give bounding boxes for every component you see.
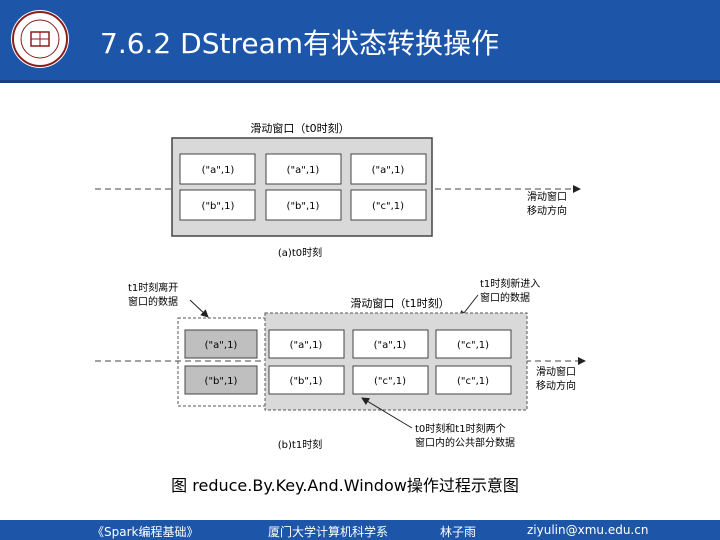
bottom-cell bbox=[268, 329, 345, 359]
top-cell bbox=[179, 153, 256, 185]
top-cell-text: ("c",1) bbox=[372, 201, 404, 212]
footer-email: ziyulin@xmu.edu.cn bbox=[527, 523, 649, 537]
bottom-cell bbox=[352, 365, 429, 395]
bottom-cell-text: ("c",1) bbox=[374, 376, 406, 387]
figure-caption: 图 reduce.By.Key.And.Window操作过程示意图 bbox=[171, 476, 519, 495]
university-seal-icon bbox=[12, 11, 68, 67]
top-cell bbox=[350, 153, 427, 185]
bottom-window-label: 滑动窗口（t1时刻） bbox=[350, 296, 449, 310]
bottom-cell bbox=[268, 365, 345, 395]
slide-title: 7.6.2 DStream有状态转换操作 bbox=[100, 27, 500, 60]
top-moment-label: (a)t0时刻 bbox=[278, 246, 322, 259]
right-note: t1时刻新进入 bbox=[480, 277, 540, 290]
header-divider bbox=[0, 80, 720, 83]
left-note: 窗口的数据 bbox=[128, 295, 178, 308]
footer-department: 厦门大学计算机科学系 bbox=[268, 525, 389, 539]
bottom-direction-label: 移动方向 bbox=[536, 379, 576, 392]
bottom-cell-text: ("a",1) bbox=[290, 340, 323, 351]
top-direction-label: 滑动窗口 bbox=[527, 190, 567, 203]
right-note: 窗口的数据 bbox=[480, 291, 530, 304]
top-cell bbox=[265, 153, 342, 185]
bottom-note-arrow bbox=[361, 397, 413, 429]
bottom-note: t0时刻和t1时刻两个 bbox=[415, 422, 506, 435]
university-logo bbox=[11, 10, 69, 68]
top-cell bbox=[350, 189, 427, 221]
window-diagram: 滑动窗口（t0时刻） ("a",1) ("a",1) ("a",1) ("b",… bbox=[90, 110, 600, 460]
top-direction-label: 移动方向 bbox=[527, 204, 567, 217]
bottom-cell bbox=[184, 329, 258, 359]
top-cell-text: ("a",1) bbox=[287, 165, 320, 176]
bottom-cell-text: ("a",1) bbox=[374, 340, 407, 351]
bottom-cell-text: ("b",1) bbox=[290, 376, 323, 387]
bottom-cell-text: ("b",1) bbox=[205, 376, 238, 387]
bottom-direction-label: 滑动窗口 bbox=[536, 365, 576, 378]
slide-footer: 《Spark编程基础》 厦门大学计算机科学系 林子雨 ziyulin@xmu.e… bbox=[0, 520, 720, 540]
bottom-cell-text: ("c",1) bbox=[457, 340, 489, 351]
footer-course: 《Spark编程基础》 bbox=[92, 525, 199, 539]
bottom-cell-text: ("a",1) bbox=[205, 340, 238, 351]
bottom-cell bbox=[352, 329, 429, 359]
t1-window-panel bbox=[264, 312, 528, 411]
top-window-label: 滑动窗口（t0时刻） bbox=[250, 121, 349, 135]
bottom-note: 窗口内的公共部分数据 bbox=[415, 436, 515, 449]
top-window-panel bbox=[171, 137, 433, 237]
bottom-moment-label: (b)t1时刻 bbox=[278, 438, 322, 451]
top-cell bbox=[265, 189, 342, 221]
bottom-cell bbox=[184, 365, 258, 395]
left-note: t1时刻离开 bbox=[128, 281, 178, 294]
top-cell bbox=[179, 189, 256, 221]
reduce-by-key-window-diagram: 滑动窗口（t0时刻） ("a",1) ("a",1) ("a",1) ("b",… bbox=[95, 121, 586, 451]
footer-author: 林子雨 bbox=[440, 525, 477, 539]
bottom-cell bbox=[435, 365, 512, 395]
bottom-cell bbox=[435, 329, 512, 359]
slide-header: 7.6.2 DStream有状态转换操作 bbox=[0, 0, 720, 80]
bottom-cell-text: ("c",1) bbox=[457, 376, 489, 387]
top-cell-text: ("b",1) bbox=[202, 201, 235, 212]
top-cell-text: ("a",1) bbox=[372, 165, 405, 176]
left-note-arrow bbox=[189, 299, 209, 318]
top-cell-text: ("b",1) bbox=[287, 201, 320, 212]
top-cell-text: ("a",1) bbox=[202, 165, 235, 176]
